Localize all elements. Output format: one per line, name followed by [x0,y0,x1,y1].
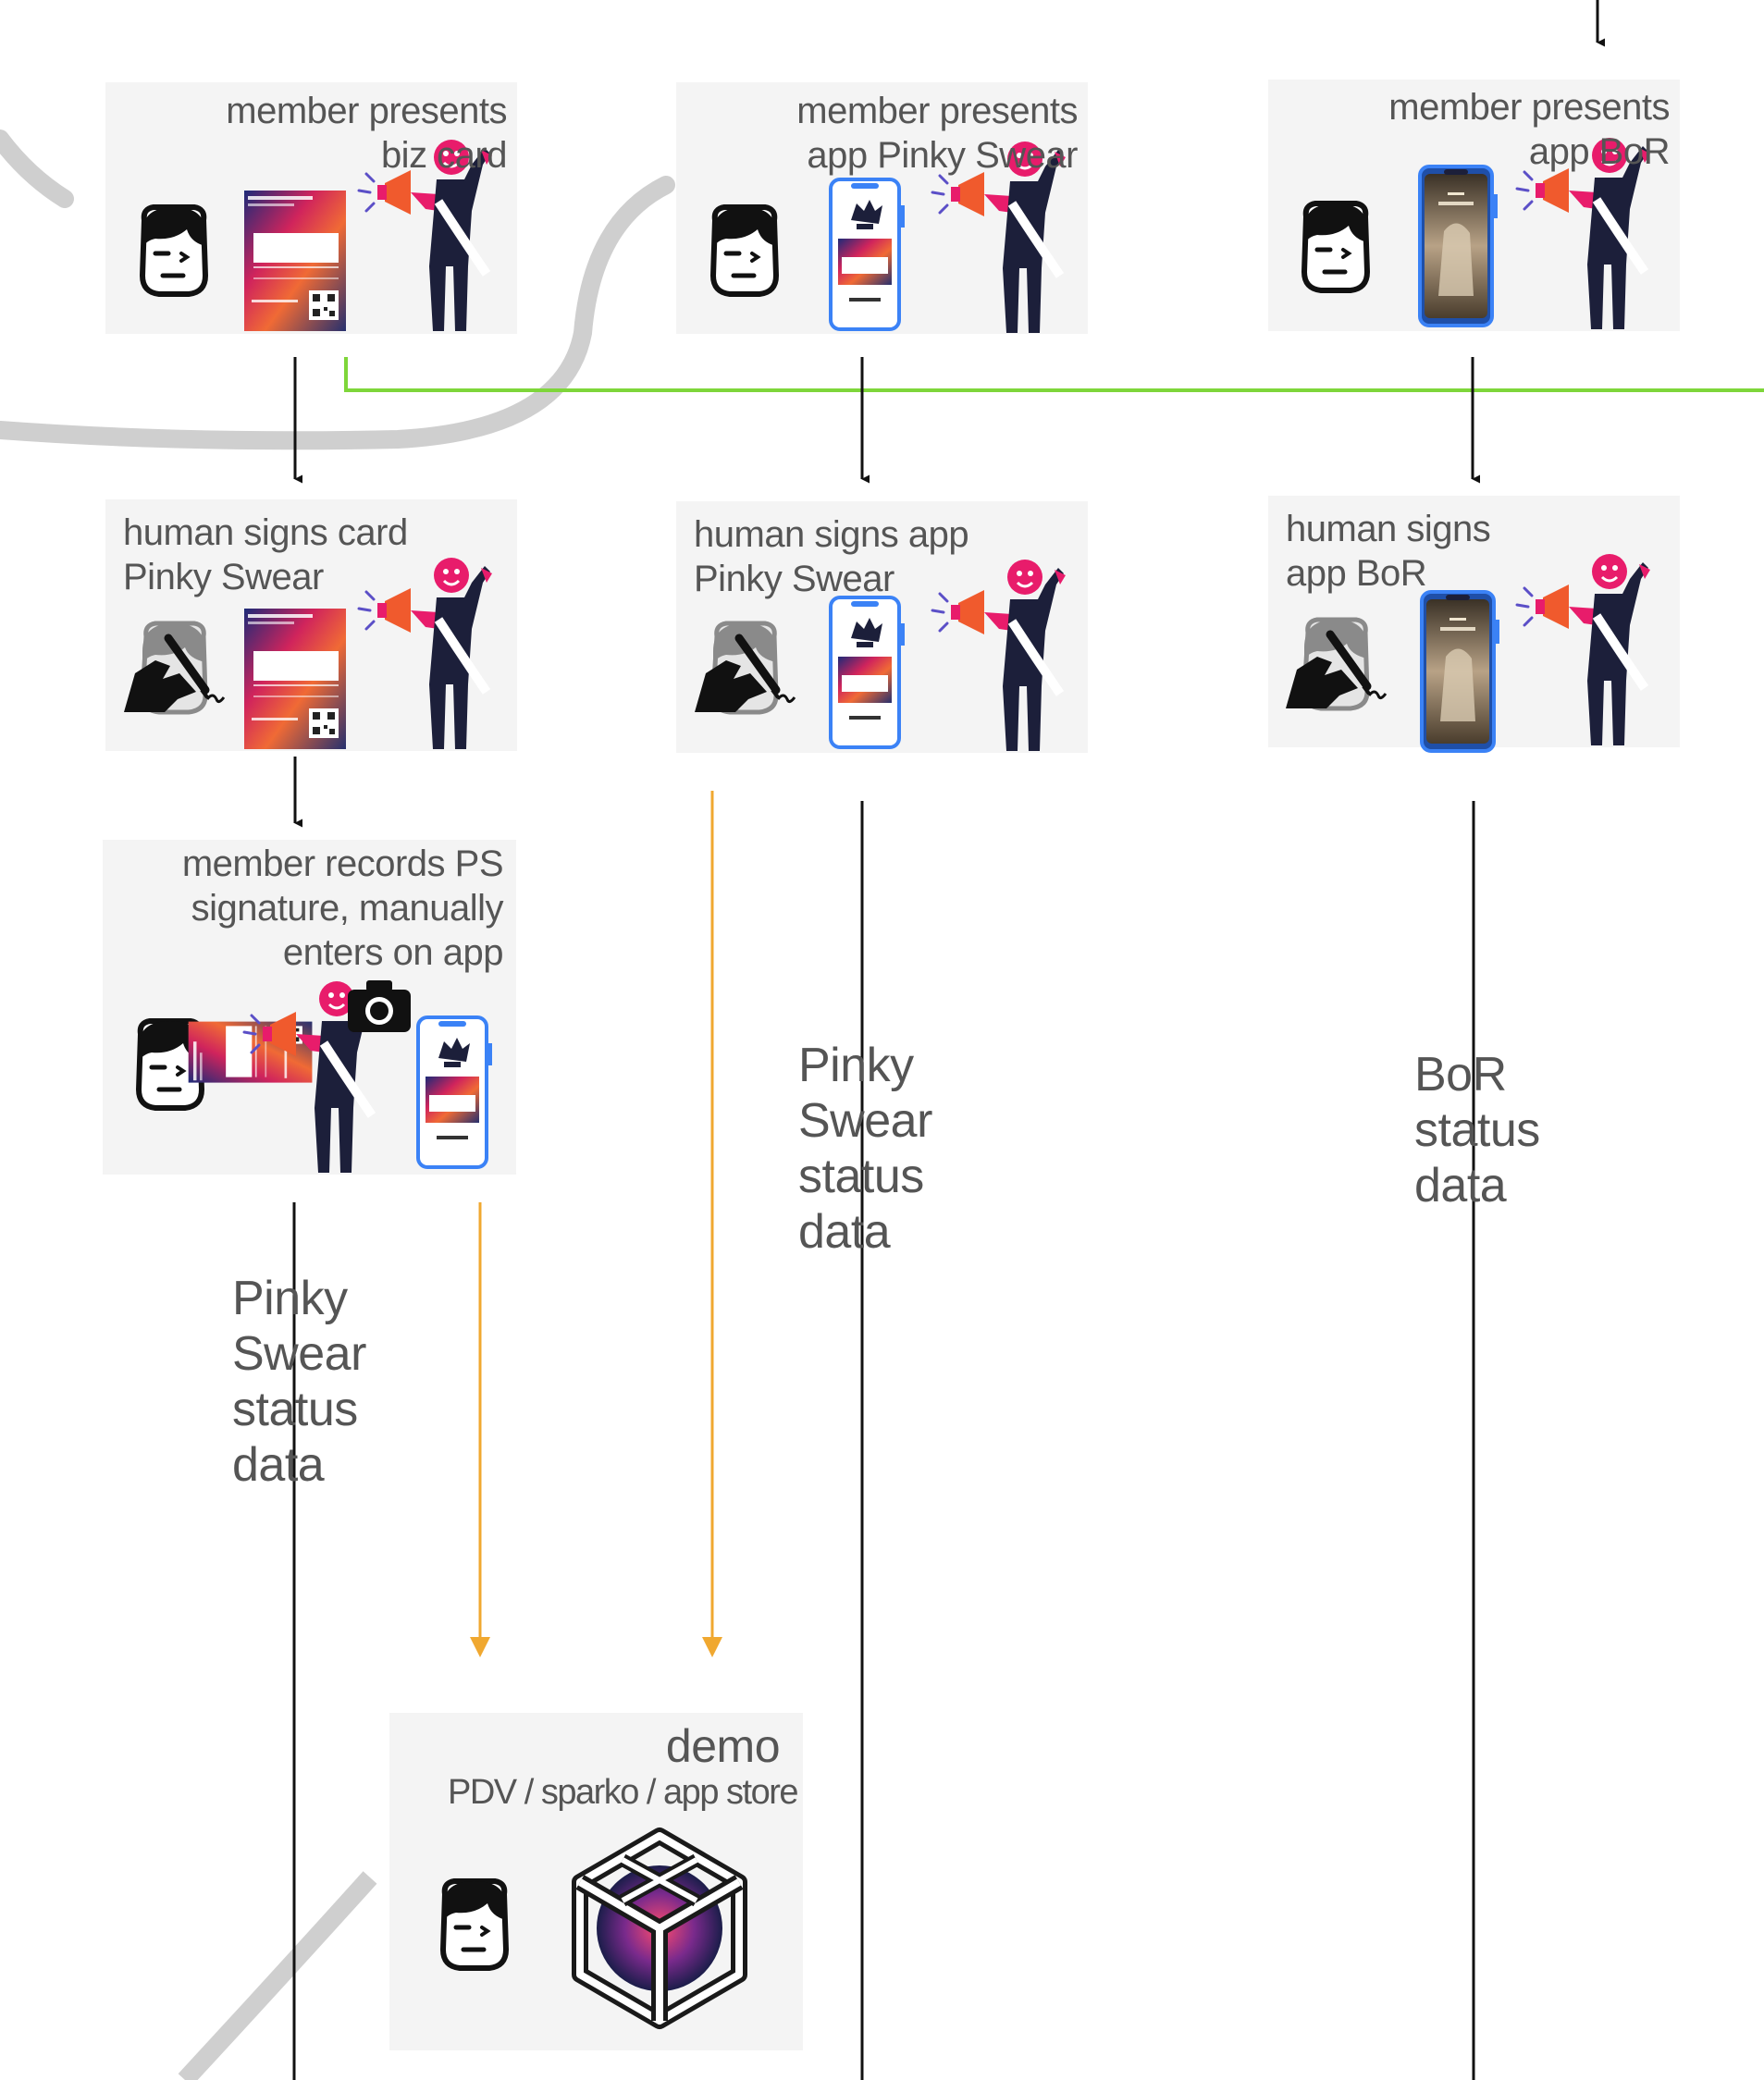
label-sign-bor: human signs app BoR [1286,509,1491,594]
demo-subtitle: PDV / sparko / app store [448,1773,798,1812]
stream-label-bor: BoR status data [1414,1048,1540,1212]
demo-title: demo [665,1720,781,1772]
swoosh-bottom-left [178,1871,377,2080]
label-record: member records PS signature, manually en… [181,843,504,973]
orange-arrowhead-ps-to-demo [702,1637,722,1657]
label-present-ps: member presents app Pinky Swear [796,91,1078,176]
stream-label-ps-mid: Pinky Swear status data [798,1039,932,1259]
orange-arrowhead-record-to-demo [470,1637,490,1657]
swoosh-top-left [0,129,74,208]
label-sign-card: human signs card Pinky Swear [123,512,408,597]
label-present-card: member presents biz card [226,91,507,176]
label-sign-ps: human signs app Pinky Swear [694,514,969,599]
swoosh-s-curve [0,176,675,450]
green-connector-line [344,357,1764,392]
label-present-bor: member presents app BoR [1388,87,1670,172]
stream-label-ps-left: Pinky Swear status data [232,1272,366,1492]
